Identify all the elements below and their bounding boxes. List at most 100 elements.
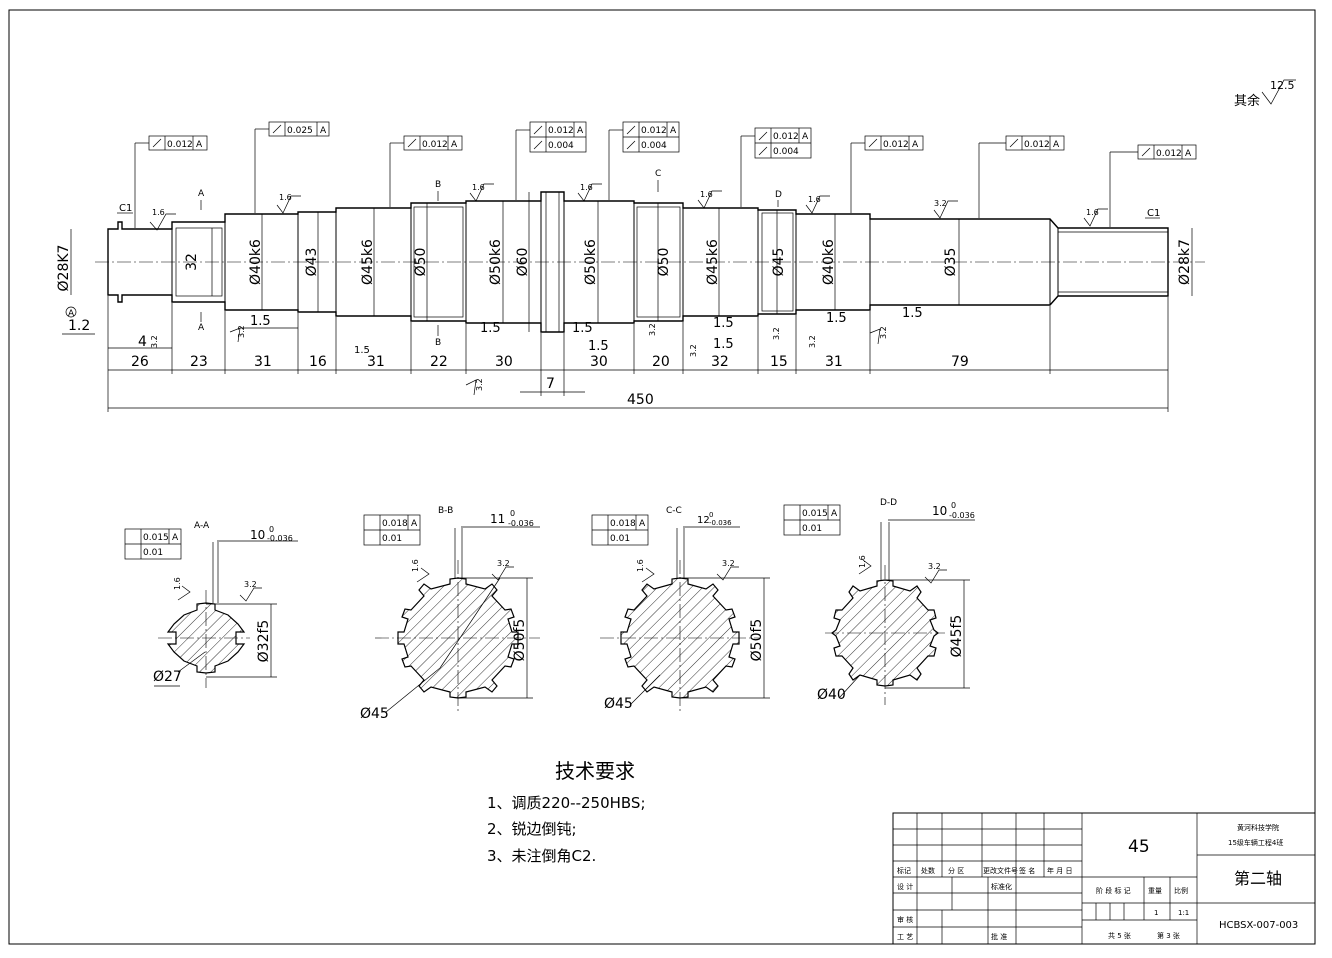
dim-d28k7-right: Ø28k7: [1177, 239, 1193, 285]
tol-6-ref: A: [802, 132, 809, 142]
tb-scale: 比例: [1174, 886, 1188, 895]
sec-a-key: 10: [250, 528, 265, 542]
tb-total: 共 5 张: [1108, 931, 1131, 940]
tol-3-ref: A: [451, 140, 458, 150]
tol-3-value: 0.012: [422, 140, 448, 150]
tol-1-ref: A: [196, 140, 203, 150]
tol-4-ref: A: [577, 126, 584, 136]
roughness-others-label: 其余: [1234, 93, 1260, 109]
sec-d-pos: 0.01: [802, 524, 822, 534]
title-block: [892, 812, 1316, 945]
dim-step-8: 1.5: [826, 311, 847, 326]
sec-d-tol-up: 0: [951, 501, 956, 510]
roughness-4: 1.6: [580, 183, 593, 192]
roughness-6: 1.6: [808, 195, 821, 204]
dim-1-2: 1.2: [68, 318, 90, 334]
sec-c-sym-ref: A: [639, 519, 646, 529]
tb-part-name: 第二轴: [1234, 869, 1282, 888]
sec-d-sym-ref: A: [831, 509, 838, 519]
sec-c-tol-low: -0.036: [709, 519, 732, 527]
shaft-profile: [95, 191, 1205, 333]
sec-d-title: D-D: [880, 498, 897, 508]
sec-a-title: A-A: [194, 521, 210, 531]
chamfer-left: C1: [119, 203, 132, 214]
dim-len-30b: 30: [590, 354, 608, 370]
dim-step-6: 1.5: [713, 316, 734, 331]
dim-step-4: 1.5: [572, 321, 593, 336]
tb-header-sign: 签 名: [1019, 866, 1035, 875]
sec-c-pos: 0.01: [610, 534, 630, 544]
dim-4: 4: [138, 334, 147, 350]
tol-8-value: 0.012: [1024, 140, 1050, 150]
tol-9-value: 0.012: [1156, 149, 1182, 159]
section-mark-c: C: [655, 169, 661, 179]
tol-5-value: 0.012: [641, 126, 667, 136]
tol-9-ref: A: [1185, 149, 1192, 159]
sec-rough-4: 3.2: [497, 559, 510, 568]
dim-d40k6-b: Ø40k6: [821, 239, 837, 285]
roughness-b3: 3.2: [475, 378, 484, 391]
dim-len-450: 450: [627, 392, 654, 408]
sec-d-tol-low: -0.036: [949, 511, 975, 520]
sec-a-pos: 0.01: [143, 548, 163, 558]
roughness-3: 1.6: [472, 183, 485, 192]
tb-header-mark: 标记: [897, 866, 911, 875]
roughness-b2: 3.2: [150, 335, 159, 348]
tech-title: 技术要求: [555, 759, 635, 783]
dim-step-7: 1.5: [713, 337, 734, 352]
dim-d50k6-b: Ø50k6: [583, 239, 599, 285]
dim-step-5: 1.5: [588, 339, 609, 354]
dim-len-30a: 30: [495, 354, 513, 370]
sec-c-key: 12: [697, 515, 710, 526]
sec-rough-3: 1.6: [411, 559, 420, 572]
dim-d50-b: Ø50: [656, 248, 672, 277]
tb-header-zone: 分 区: [948, 866, 964, 875]
roughness-b6: 3.2: [772, 327, 781, 340]
tb-approve: 批 准: [991, 932, 1007, 941]
chamfer-right: C1: [1147, 208, 1160, 219]
dim-d50k6-a: Ø50k6: [488, 239, 504, 285]
roughness-symbols: [149, 183, 1108, 231]
sec-b-pos: 0.01: [382, 534, 402, 544]
dim-len-31a: 31: [254, 354, 272, 370]
dim-len-23: 23: [190, 354, 208, 370]
roughness-b7: 3.2: [808, 335, 817, 348]
tol-5-cyl: 0.004: [641, 141, 667, 151]
dim-step-2: 1.5: [354, 345, 370, 356]
tb-header-doc: 更改文件号: [983, 866, 1018, 875]
length-dimensions: [107, 296, 1169, 412]
tol-2-value: 0.025: [287, 126, 313, 136]
sec-b-tol-up: 0: [510, 509, 515, 518]
sec-b-sym: 0.018: [382, 519, 408, 529]
sec-rough-7: 1.6: [858, 555, 867, 568]
sec-a-tol-up: 0: [269, 525, 274, 534]
tb-standard: 标准化: [991, 882, 1012, 891]
sec-rough-5: 1.6: [636, 559, 645, 572]
dim-len-32: 32: [711, 354, 729, 370]
dim-len-31b: 31: [367, 354, 385, 370]
roughness-b5: 3.2: [689, 344, 698, 357]
sec-c-sym: 0.018: [610, 519, 636, 529]
tb-header-date: 年 月 日: [1047, 866, 1072, 875]
tol-7-ref: A: [912, 140, 919, 150]
sec-rough-6: 3.2: [722, 559, 735, 568]
section-mark-b-bottom: B: [435, 338, 441, 348]
tol-6-cyl: 0.004: [773, 147, 799, 157]
tb-design: 设 计: [897, 882, 913, 891]
datum-a-label: A: [68, 309, 75, 319]
section-mark-a-top: A: [198, 189, 205, 199]
dim-d28k7-left: Ø28K7: [56, 245, 72, 292]
tb-process: 工 艺: [897, 933, 913, 941]
roughness-5: 1.6: [700, 190, 713, 199]
tech-item-3: 3、未注倒角C2.: [487, 847, 596, 865]
section-view-d: [825, 519, 975, 705]
sec-d-sym: 0.015: [802, 509, 828, 519]
dim-d43: Ø43: [304, 248, 320, 277]
section-view-a: [154, 540, 298, 688]
tb-school: 黄河科技学院: [1237, 823, 1279, 832]
sec-c-tol-up: 0: [709, 511, 713, 519]
dim-len-15: 15: [770, 354, 788, 370]
sec-rough-1: 1.6: [173, 577, 182, 590]
dim-len-16: 16: [309, 354, 327, 370]
